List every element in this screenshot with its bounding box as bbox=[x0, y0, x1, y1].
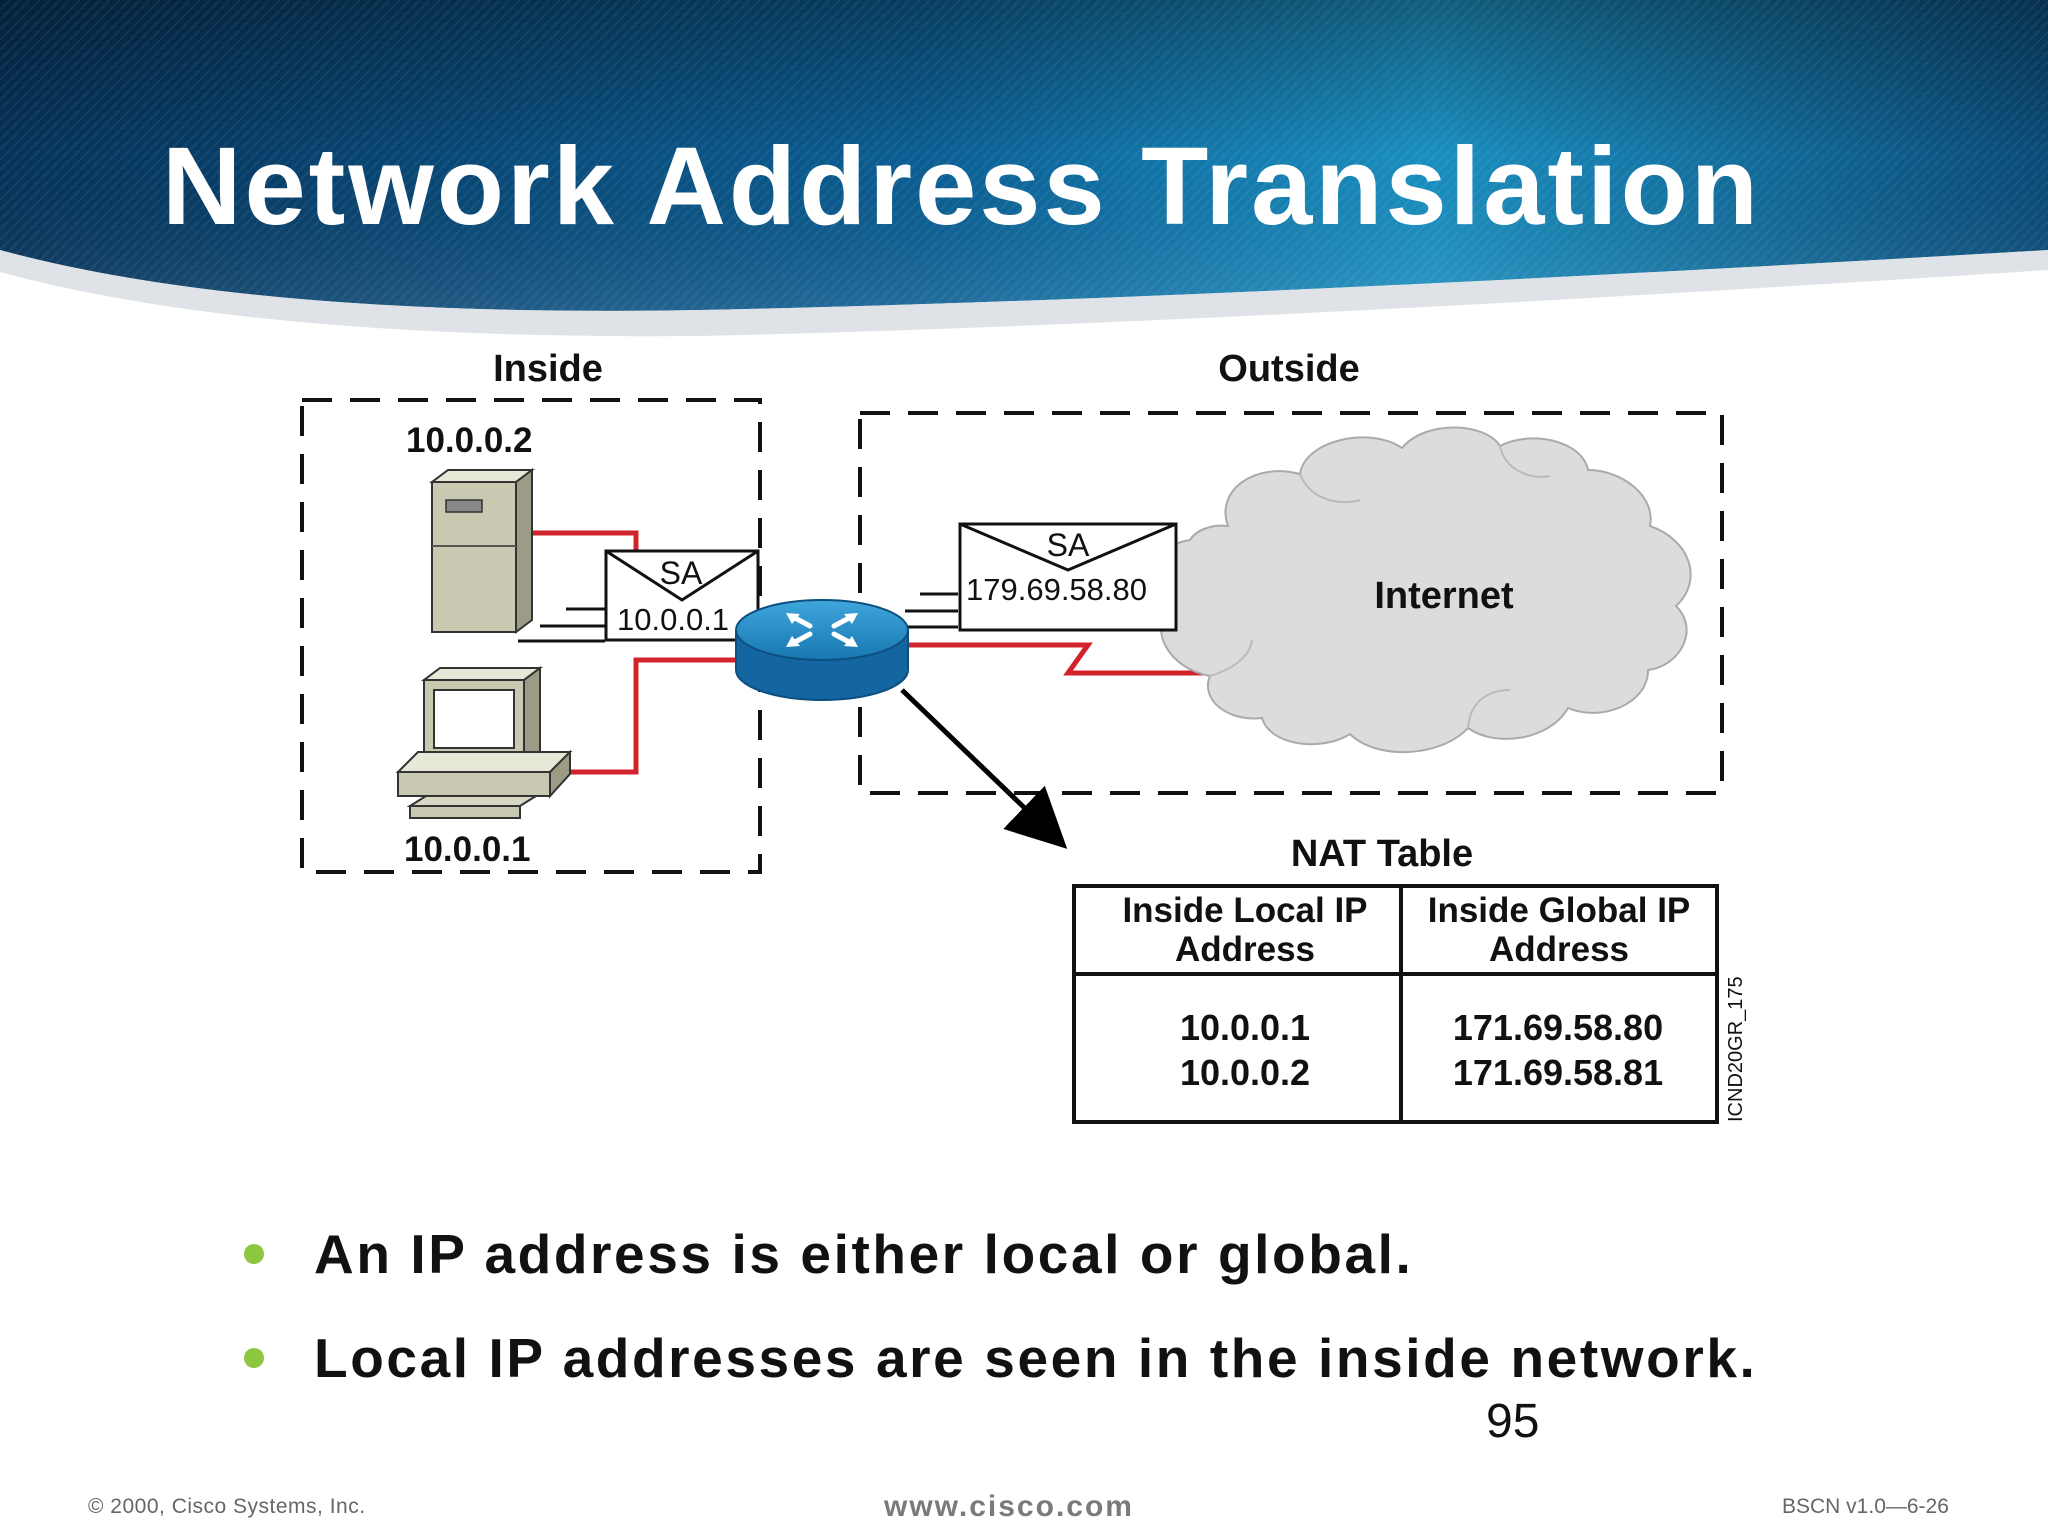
bullet-item: An IP address is either local or global. bbox=[236, 1222, 1757, 1326]
pc-ip-label: 10.0.0.1 bbox=[404, 830, 531, 869]
nat-header-global-line1: Inside Global IP bbox=[1428, 891, 1691, 930]
router-icon bbox=[735, 599, 909, 701]
bullet-text: Local IP addresses are seen in the insid… bbox=[314, 1327, 1758, 1389]
server-icon bbox=[429, 468, 535, 634]
nat-header-local-line2: Address bbox=[1175, 930, 1315, 969]
title-banner bbox=[0, 0, 2048, 337]
nat-table-title: NAT Table bbox=[1291, 833, 1473, 875]
inside-label: Inside bbox=[493, 348, 603, 390]
outside-packet-envelope bbox=[958, 522, 1178, 632]
nat-row-1-global: 171.69.58.80 bbox=[1453, 1007, 1663, 1048]
bullet-list: An IP address is either local or global.… bbox=[236, 1222, 1757, 1430]
nat-row-2-local: 10.0.0.2 bbox=[1180, 1052, 1310, 1093]
inside-packet-address: 10.0.0.1 bbox=[617, 602, 729, 637]
wan-link bbox=[906, 642, 1240, 676]
figure-id-label: ICND20GR_175 bbox=[1725, 976, 1747, 1122]
server-ip-label: 10.0.0.2 bbox=[406, 421, 533, 460]
nat-header-global-line2: Address bbox=[1489, 930, 1629, 969]
nat-table bbox=[1072, 884, 1719, 1124]
nat-header-local-line1: Inside Local IP bbox=[1122, 891, 1367, 930]
outside-packet-sa-label: SA bbox=[1047, 527, 1090, 563]
internet-label: Internet bbox=[1374, 575, 1514, 617]
workstation-icon bbox=[395, 666, 573, 819]
bullet-item: Local IP addresses are seen in the insid… bbox=[236, 1326, 1757, 1430]
outside-label: Outside bbox=[1218, 348, 1359, 390]
internet-cloud-icon bbox=[1151, 426, 1692, 753]
slide-title: Network Address Translation bbox=[162, 125, 1761, 248]
packet-motion-lines bbox=[518, 592, 958, 643]
bullet-text: An IP address is either local or global. bbox=[314, 1223, 1414, 1285]
inside-packet-envelope bbox=[604, 549, 760, 642]
router-to-nat-arrow bbox=[900, 688, 1068, 849]
nat-row-2-global: 171.69.58.81 bbox=[1453, 1052, 1663, 1093]
outside-packet-address: 179.69.58.80 bbox=[966, 572, 1147, 607]
course-code-footer: BSCN v1.0—6-26 bbox=[1782, 1495, 1949, 1518]
copyright-footer: © 2000, Cisco Systems, Inc. bbox=[88, 1495, 366, 1518]
nat-row-1-local: 10.0.0.1 bbox=[1180, 1007, 1310, 1048]
bullet-dot-icon bbox=[244, 1348, 264, 1368]
page-number: 95 bbox=[1486, 1395, 1540, 1448]
website-footer: www.cisco.com bbox=[884, 1490, 1134, 1523]
nat-diagram: Inside Outside 10.0.0.2 10.0.0.1 bbox=[300, 348, 1747, 1124]
bullet-dot-icon bbox=[244, 1244, 264, 1264]
inside-packet-sa-label: SA bbox=[660, 555, 703, 591]
pc-link bbox=[568, 657, 746, 775]
